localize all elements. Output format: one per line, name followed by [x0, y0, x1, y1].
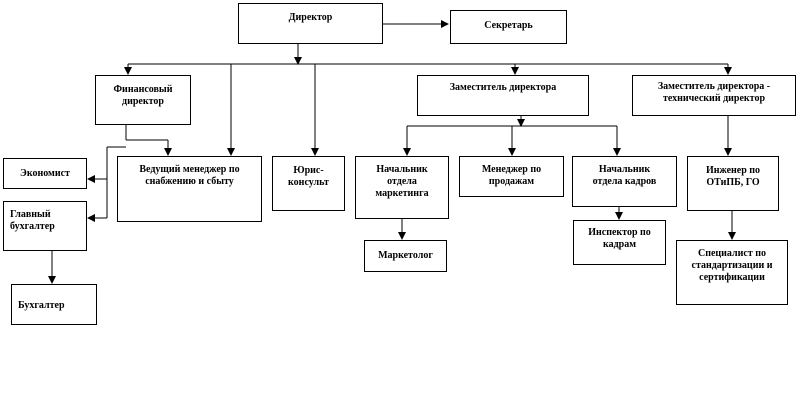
node-marketer-label: Маркетолог: [378, 250, 433, 261]
node-marketing-head-label: Начальник отдела маркетинга: [375, 164, 429, 199]
node-hr-head: Начальник отдела кадров: [572, 156, 677, 207]
node-marketer: Маркетолог: [364, 240, 447, 272]
node-sales-manager-label: Менеджер по продажам: [481, 164, 542, 187]
node-fin-director: Финансовый директор: [95, 75, 191, 125]
node-tech-director-label: Заместитель директора - технический дире…: [657, 81, 771, 104]
node-marketing-head: Начальник отдела маркетинга: [355, 156, 449, 219]
node-legal-counsel: Юрис- консульт: [272, 156, 345, 211]
node-legal-counsel-label: Юрис- консульт: [288, 165, 329, 188]
node-director-label: Директор: [288, 12, 333, 23]
node-deputy-director: Заместитель директора: [417, 75, 589, 116]
node-hr-inspector: Инспектор по кадрам: [573, 220, 666, 265]
node-secretary-label: Секретарь: [484, 20, 533, 31]
node-accountant-label: Бухгалтер: [18, 300, 65, 311]
node-standards-specialist-label: Специалист по стандартизации и сертифика…: [691, 248, 773, 283]
node-supply-manager-label: Ведущий менеджер по снабжению и сбыту: [139, 164, 240, 187]
node-safety-engineer: Инженер по ОТиПБ, ГО: [687, 156, 779, 211]
node-deputy-director-label: Заместитель директора: [449, 82, 557, 93]
node-standards-specialist: Специалист по стандартизации и сертифика…: [676, 240, 788, 305]
node-chief-accountant-label: Главный бухгалтер: [10, 209, 55, 232]
node-tech-director: Заместитель директора - технический дире…: [632, 75, 796, 116]
node-chief-accountant: Главный бухгалтер: [3, 201, 87, 251]
node-supply-manager: Ведущий менеджер по снабжению и сбыту: [117, 156, 262, 222]
node-safety-engineer-label: Инженер по ОТиПБ, ГО: [705, 165, 761, 188]
node-hr-head-label: Начальник отдела кадров: [592, 164, 657, 187]
node-fin-director-label: Финансовый директор: [113, 84, 173, 107]
node-secretary: Секретарь: [450, 10, 567, 44]
node-sales-manager: Менеджер по продажам: [459, 156, 564, 197]
node-hr-inspector-label: Инспектор по кадрам: [588, 227, 651, 250]
node-economist: Экономист: [3, 158, 87, 189]
node-director: Директор: [238, 3, 383, 44]
node-accountant: Бухгалтер: [11, 284, 97, 325]
node-economist-label: Экономист: [20, 168, 70, 179]
